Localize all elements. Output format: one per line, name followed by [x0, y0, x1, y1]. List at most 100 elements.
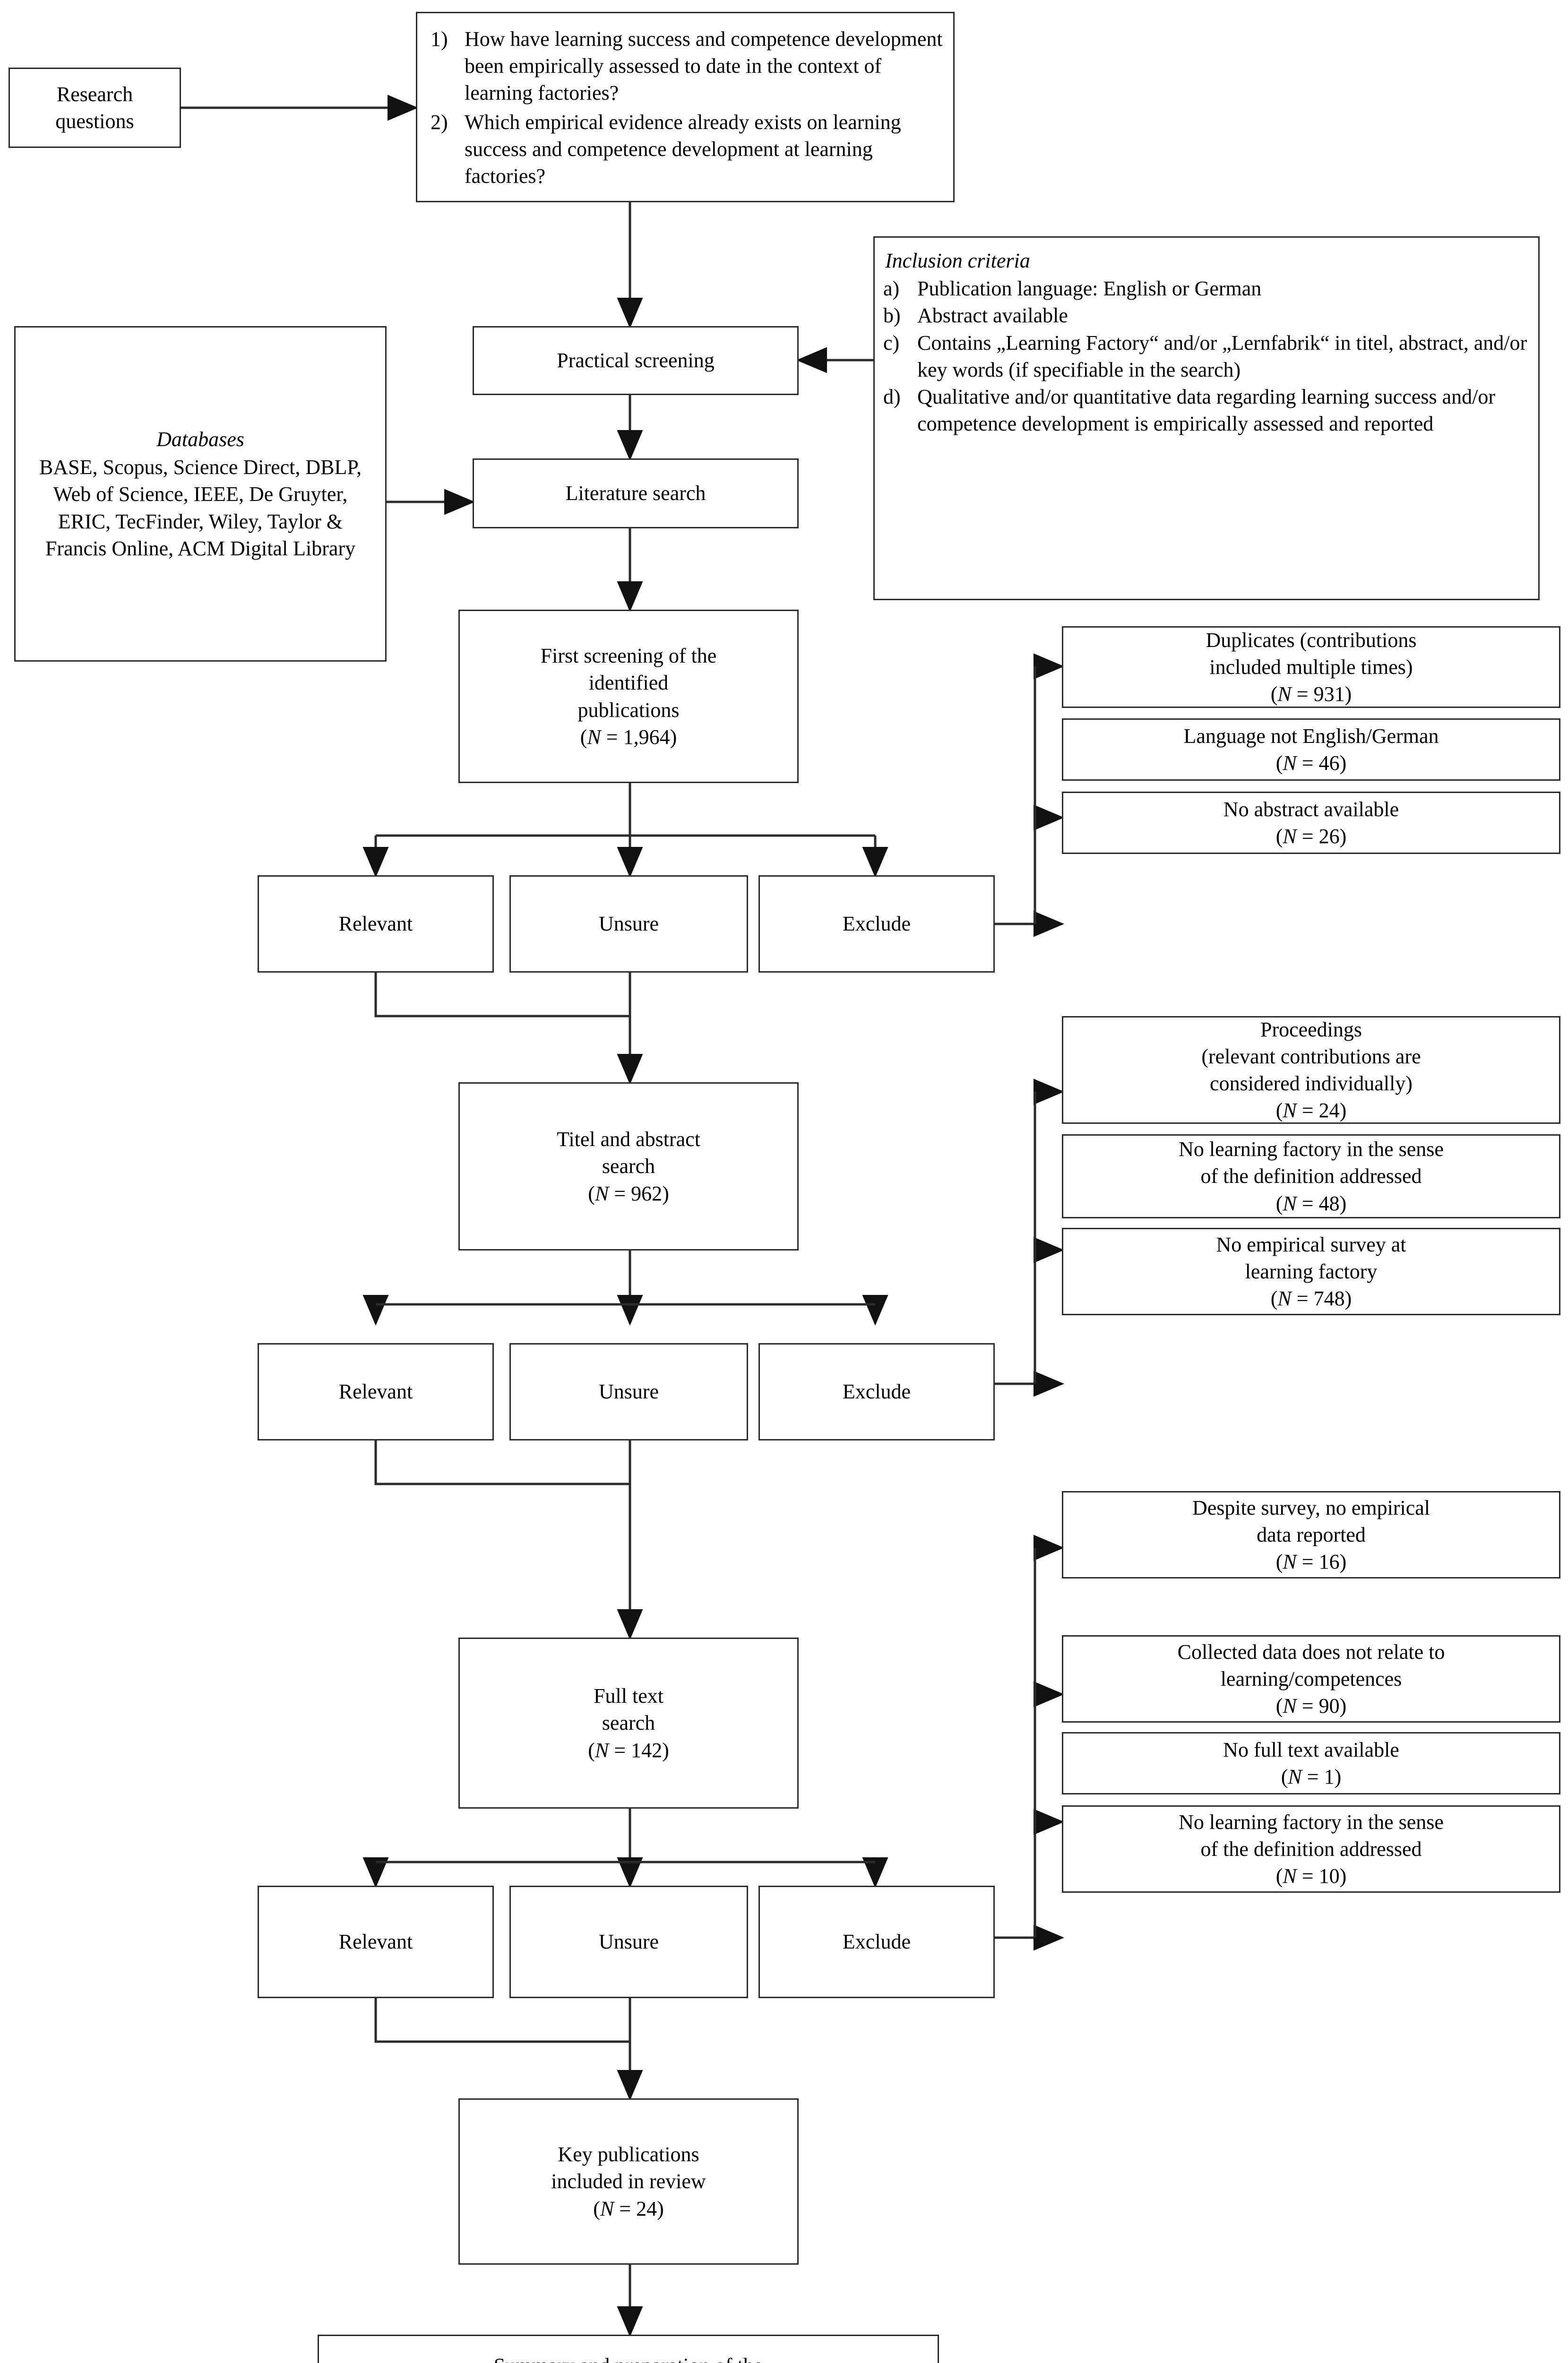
- n-symbol: N: [587, 725, 601, 749]
- n-symbol: N: [594, 1182, 609, 1205]
- list-text: Abstract available: [917, 304, 1068, 328]
- decision-unsure-1: Unsure: [509, 875, 748, 973]
- databases-content: Databases BASE, Scopus, Science Direct, …: [28, 426, 373, 562]
- exclusion-box-stage2-no-empirical-survey: No empirical survey at learning factory …: [1062, 1228, 1560, 1315]
- exclusion-line1: Duplicates (contributions: [1206, 628, 1417, 652]
- list-marker: 2): [431, 110, 448, 134]
- exclusion-line1: No full text available: [1223, 1738, 1399, 1761]
- first-screening-box: First screening of the identified public…: [458, 610, 799, 783]
- exclusion-line2: of the definition addressed: [1200, 1164, 1422, 1188]
- n-value: = 1): [1301, 1765, 1342, 1788]
- n-symbol: N: [1283, 1099, 1297, 1122]
- inclusion-criteria-title: Inclusion criteria: [885, 249, 1030, 272]
- n-symbol: N: [1283, 825, 1297, 848]
- exclusion-count: (N = 931): [1270, 682, 1352, 706]
- exclusion-line2: (relevant contributions are: [1201, 1044, 1421, 1068]
- exclusion-content: No empirical survey at learning factory …: [1070, 1231, 1552, 1312]
- exclusion-line3: considered individually): [1210, 1072, 1413, 1095]
- literature-search-label: Literature search: [565, 482, 706, 505]
- exclusion-content: No learning factory in the sense of the …: [1070, 1136, 1552, 1217]
- first-screening-count: (N = 1,964): [580, 725, 677, 749]
- exclusion-count: (N = 26): [1275, 825, 1347, 848]
- decision-exclude-2: Exclude: [758, 1343, 995, 1440]
- decision-exclude-3: Exclude: [758, 1886, 995, 1998]
- list-text: How have learning success and competence…: [465, 27, 943, 105]
- n-symbol: N: [1283, 1550, 1297, 1574]
- exclusion-content: No learning factory in the sense of the …: [1070, 1809, 1552, 1890]
- research-question-item: 2) Which empirical evidence already exis…: [431, 109, 944, 190]
- inclusion-criteria-box: Inclusion criteria a) Publication langua…: [873, 236, 1540, 600]
- titel-abstract-content: Titel and abstract search (N = 962): [466, 1126, 791, 1207]
- exclusion-box-stage1-duplicates: Duplicates (contributions included multi…: [1062, 626, 1560, 708]
- n-value: = 46): [1296, 751, 1347, 775]
- decision-exclude-label: Exclude: [842, 912, 911, 936]
- list-marker: c): [883, 331, 900, 354]
- list-text: Qualitative and/or quantitative data reg…: [917, 385, 1495, 436]
- titel-abstract-line2: search: [602, 1155, 655, 1178]
- n-value: = 142): [609, 1738, 669, 1762]
- key-publications-line1: Key publications: [558, 2143, 699, 2166]
- n-value: = 748): [1291, 1287, 1352, 1311]
- summary-box: Summary and preparation of the informati…: [318, 2335, 939, 2363]
- exclusion-content: Proceedings (relevant contributions are …: [1070, 1016, 1552, 1124]
- n-value: = 26): [1296, 825, 1347, 848]
- exclusion-content: No abstract available (N = 26): [1070, 796, 1552, 850]
- decision-relevant-3: Relevant: [258, 1886, 494, 1998]
- n-symbol: N: [1277, 682, 1292, 706]
- research-questions-list-box: 1) How have learning success and compete…: [416, 12, 955, 202]
- full-text-count: (N = 142): [588, 1738, 669, 1762]
- exclusion-count: (N = 90): [1275, 1694, 1347, 1718]
- key-publications-content: Key publications included in review (N =…: [466, 2141, 791, 2222]
- full-text-search-box: Full text search (N = 142): [458, 1638, 799, 1809]
- n-symbol: N: [1283, 1864, 1297, 1888]
- exclusion-line1: Despite survey, no empirical: [1192, 1496, 1430, 1519]
- exclusion-line2: learning/competences: [1220, 1667, 1402, 1690]
- decision-unsure-label: Unsure: [598, 1930, 659, 1954]
- titel-abstract-line1: Titel and abstract: [557, 1128, 700, 1151]
- research-questions-box: Research questions: [9, 68, 181, 148]
- literature-search-box: Literature search: [473, 458, 799, 528]
- databases-box: Databases BASE, Scopus, Science Direct, …: [14, 326, 387, 662]
- practical-screening-label: Practical screening: [557, 349, 715, 372]
- decision-unsure-label: Unsure: [598, 1380, 659, 1404]
- exclusion-count: (N = 24): [1275, 1099, 1347, 1122]
- n-symbol: N: [1288, 1765, 1302, 1788]
- exclusion-line2: learning factory: [1245, 1259, 1378, 1283]
- n-value: = 931): [1291, 682, 1352, 706]
- summary-content: Summary and preparation of the informati…: [326, 2352, 931, 2363]
- exclusion-box-stage3-data-not-related: Collected data does not relate to learni…: [1062, 1635, 1560, 1723]
- exclusion-line2: included multiple times): [1209, 655, 1413, 679]
- summary-line1: Summary and preparation of the: [326, 2352, 931, 2363]
- n-value: = 962): [609, 1182, 669, 1205]
- exclusion-line1: No abstract available: [1223, 797, 1399, 821]
- inclusion-criteria-item: c) Contains „Learning Factory“ and/or „L…: [883, 329, 1530, 383]
- full-text-line2: search: [602, 1711, 655, 1735]
- exclusion-line1: Language not English/German: [1183, 724, 1439, 748]
- decision-exclude-1: Exclude: [758, 875, 995, 973]
- decision-exclude-label: Exclude: [842, 1930, 911, 1954]
- inclusion-criteria-item: d) Qualitative and/or quantitative data …: [883, 383, 1530, 437]
- key-publications-box: Key publications included in review (N =…: [458, 2098, 799, 2265]
- exclusion-line1: Collected data does not relate to: [1177, 1640, 1445, 1664]
- list-text: Contains „Learning Factory“ and/or „Lern…: [917, 331, 1527, 381]
- list-text: Publication language: English or German: [917, 277, 1262, 301]
- n-symbol: N: [1283, 1694, 1297, 1718]
- first-screening-line1: First screening of the: [540, 644, 717, 668]
- list-marker: 1): [431, 27, 448, 51]
- inclusion-criteria-item: a) Publication language: English or Germ…: [883, 275, 1530, 302]
- n-symbol: N: [1277, 1287, 1292, 1311]
- n-value: = 90): [1296, 1694, 1347, 1718]
- decision-relevant-label: Relevant: [338, 912, 413, 936]
- inclusion-criteria-list: Inclusion criteria a) Publication langua…: [883, 247, 1530, 437]
- list-marker: d): [883, 385, 901, 408]
- exclusion-count: (N = 748): [1270, 1287, 1352, 1311]
- exclusion-count: (N = 16): [1275, 1550, 1347, 1574]
- exclusion-box-stage3-no-full-text: No full text available (N = 1): [1062, 1732, 1560, 1794]
- n-value: = 24): [1296, 1099, 1347, 1122]
- n-value: = 10): [1296, 1864, 1347, 1888]
- inclusion-criteria-item: b) Abstract available: [883, 302, 1530, 329]
- exclusion-line2: data reported: [1257, 1523, 1366, 1546]
- list-marker: a): [883, 277, 900, 301]
- titel-abstract-count: (N = 962): [588, 1182, 669, 1205]
- exclusion-line1: No learning factory in the sense: [1179, 1810, 1444, 1834]
